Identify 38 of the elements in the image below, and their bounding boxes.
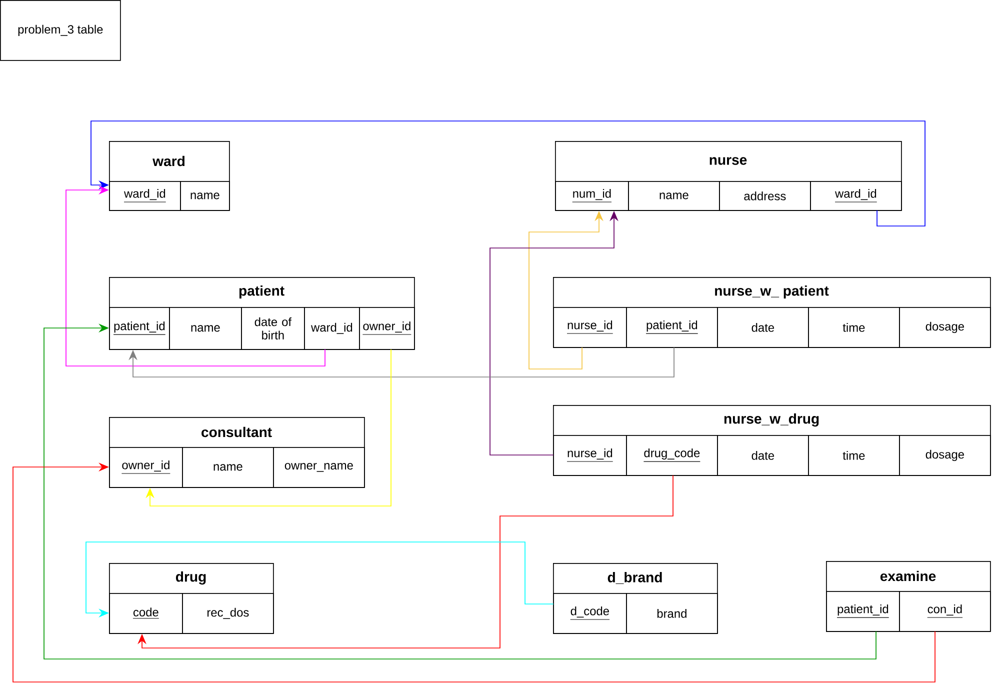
table-cell: nurse_id: [553, 307, 627, 348]
table-cell: name: [169, 307, 242, 350]
arrow: [12, 462, 936, 682]
table-cell: dosage: [899, 307, 991, 348]
table-cell: time: [808, 307, 900, 348]
table-cell: code: [109, 593, 183, 634]
table-cell: dosage: [899, 435, 991, 476]
table-cell: owner_id: [359, 307, 415, 350]
arrow: [128, 347, 674, 378]
table-cell: time: [808, 435, 900, 476]
arrow: [146, 349, 392, 506]
table-cell: date of birth: [241, 307, 305, 350]
table-cell: ward_id: [109, 181, 181, 211]
title-box: problem_3 table: [0, 0, 121, 61]
table-cell: date: [717, 307, 809, 348]
arrow: [44, 324, 876, 660]
table-cell: ward_id: [304, 307, 360, 350]
table-cell: name: [628, 181, 720, 211]
table-cell: rec_dos: [182, 593, 274, 634]
table-cell: address: [719, 181, 811, 211]
arrow: [66, 186, 326, 366]
table-cell: ward_id: [810, 181, 902, 211]
table-cell: patient_id: [109, 307, 170, 350]
arrow: [138, 475, 674, 648]
table-cell: drug_code: [626, 435, 718, 476]
arrow: [90, 120, 926, 226]
table-cell: nurse_id: [553, 435, 627, 476]
table-cell: name: [180, 181, 230, 211]
table-cell: date: [717, 435, 809, 476]
table-cell: num_id: [555, 181, 629, 211]
table-cell: patient_id: [626, 307, 718, 348]
table-cell: patient_id: [826, 591, 900, 632]
table-cell: brand: [626, 593, 718, 634]
table-cell: d_code: [553, 593, 627, 634]
table-cell: con_id: [899, 591, 991, 632]
table-cell: owner_name: [273, 447, 365, 488]
table-cell: owner_id: [109, 447, 183, 488]
table-cell: name: [182, 447, 274, 488]
